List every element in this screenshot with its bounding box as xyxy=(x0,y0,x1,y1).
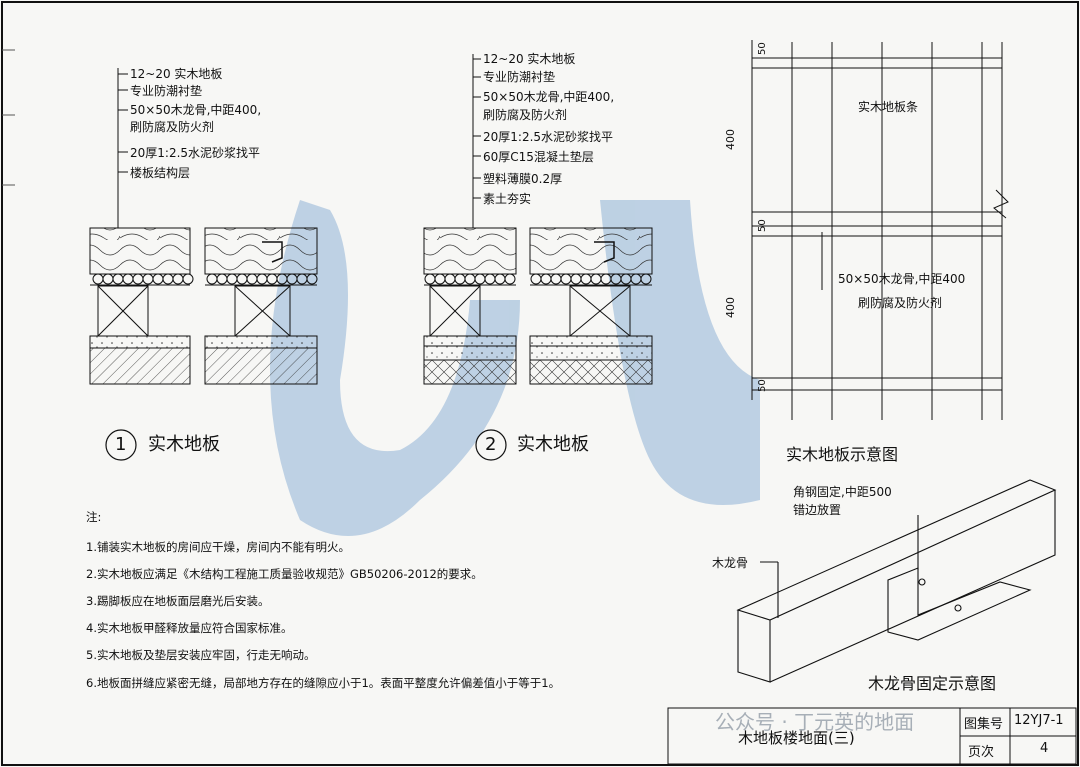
s2-label-treat: 刷防腐及防火剂 xyxy=(483,108,568,122)
note-item-3: 3.踢脚板应在地板面层磨光后安装。 xyxy=(86,594,270,608)
detail-1-circle xyxy=(105,429,137,461)
atlas-label: 图集号 xyxy=(964,717,1004,732)
plan-dim-1: 50 xyxy=(757,42,768,55)
iso-label-joist: 木龙骨 xyxy=(712,556,749,570)
s1-label-slab: 楼板结构层 xyxy=(130,166,191,180)
iso-title: 木龙骨固定示意图 xyxy=(868,674,997,693)
plan-label-joist-1: 50×50木龙骨,中距400 xyxy=(838,272,966,286)
iso-label-angle-1: 角钢固定,中距500 xyxy=(793,485,892,499)
detail-2-circle xyxy=(475,429,507,461)
atlas-value: 12YJ7-1 xyxy=(1014,713,1064,728)
detail-1-number: 1 xyxy=(115,434,127,455)
s2-label-pad: 专业防潮衬垫 xyxy=(483,70,556,84)
note-item-4: 4.实木地板甲醛释放量应符合国家标准。 xyxy=(86,621,293,635)
detail-2-title: 实木地板 xyxy=(517,434,589,455)
plan-label-strip: 实木地板条 xyxy=(858,100,919,114)
title-block xyxy=(667,707,1077,765)
detail-1-title: 实木地板 xyxy=(148,434,220,455)
note-item-6: 6.地板面拼缝应紧密无缝，局部地方存在的缝隙应小于1。表面平整度允许偏差值小于等… xyxy=(86,676,561,690)
s1-label-treat: 刷防腐及防火剂 xyxy=(130,120,215,134)
note-item-5: 5.实木地板及垫层安装应牢固，行走无响动。 xyxy=(86,648,316,662)
s2-label-screed: 20厚1:2.5水泥砂浆找平 xyxy=(483,130,614,144)
s2-label-film: 塑料薄膜0.2厚 xyxy=(483,172,563,186)
s1-label-joist: 50×50木龙骨,中距400, xyxy=(130,103,262,117)
section-2-drawing xyxy=(423,54,653,385)
page-value: 4 xyxy=(1040,741,1049,756)
s1-label-floor: 12~20 实木地板 xyxy=(130,67,223,81)
s1-label-pad: 专业防潮衬垫 xyxy=(130,84,203,98)
s2-label-soil: 素土夯实 xyxy=(483,192,532,206)
section-1-drawing xyxy=(89,68,318,385)
s2-label-concrete: 60厚C15混凝土垫层 xyxy=(483,150,594,164)
plan-dim-2: 400 xyxy=(724,129,737,150)
plan-dim-5: 50 xyxy=(757,379,768,392)
note-item-2: 2.实木地板应满足《木结构工程施工质量验收规范》GB50206-2012的要求。 xyxy=(86,567,483,581)
s2-label-joist: 50×50木龙骨,中距400, xyxy=(483,90,615,104)
detail-2-number: 2 xyxy=(485,434,497,455)
s1-label-screed: 20厚1:2.5水泥砂浆找平 xyxy=(130,146,261,160)
wechat-watermark: 公众号 · 丁元英的地面 xyxy=(715,710,915,734)
plan-dim-3: 50 xyxy=(757,219,768,232)
plan-drawing xyxy=(751,40,1009,420)
plan-title: 实木地板示意图 xyxy=(786,445,899,464)
plan-label-joist-2: 刷防腐及防火剂 xyxy=(858,296,943,310)
drawing-title: 木地板楼地面(三) xyxy=(738,729,855,747)
s2-label-floor: 12~20 实木地板 xyxy=(483,52,576,66)
page-label: 页次 xyxy=(968,745,995,760)
notes-heading: 注: xyxy=(86,510,102,524)
iso-drawing xyxy=(736,479,1057,683)
iso-label-angle-2: 错边放置 xyxy=(793,503,842,517)
note-item-1: 1.铺装实木地板的房间应干燥，房间内不能有明火。 xyxy=(86,540,350,554)
plan-dim-4: 400 xyxy=(724,297,737,318)
